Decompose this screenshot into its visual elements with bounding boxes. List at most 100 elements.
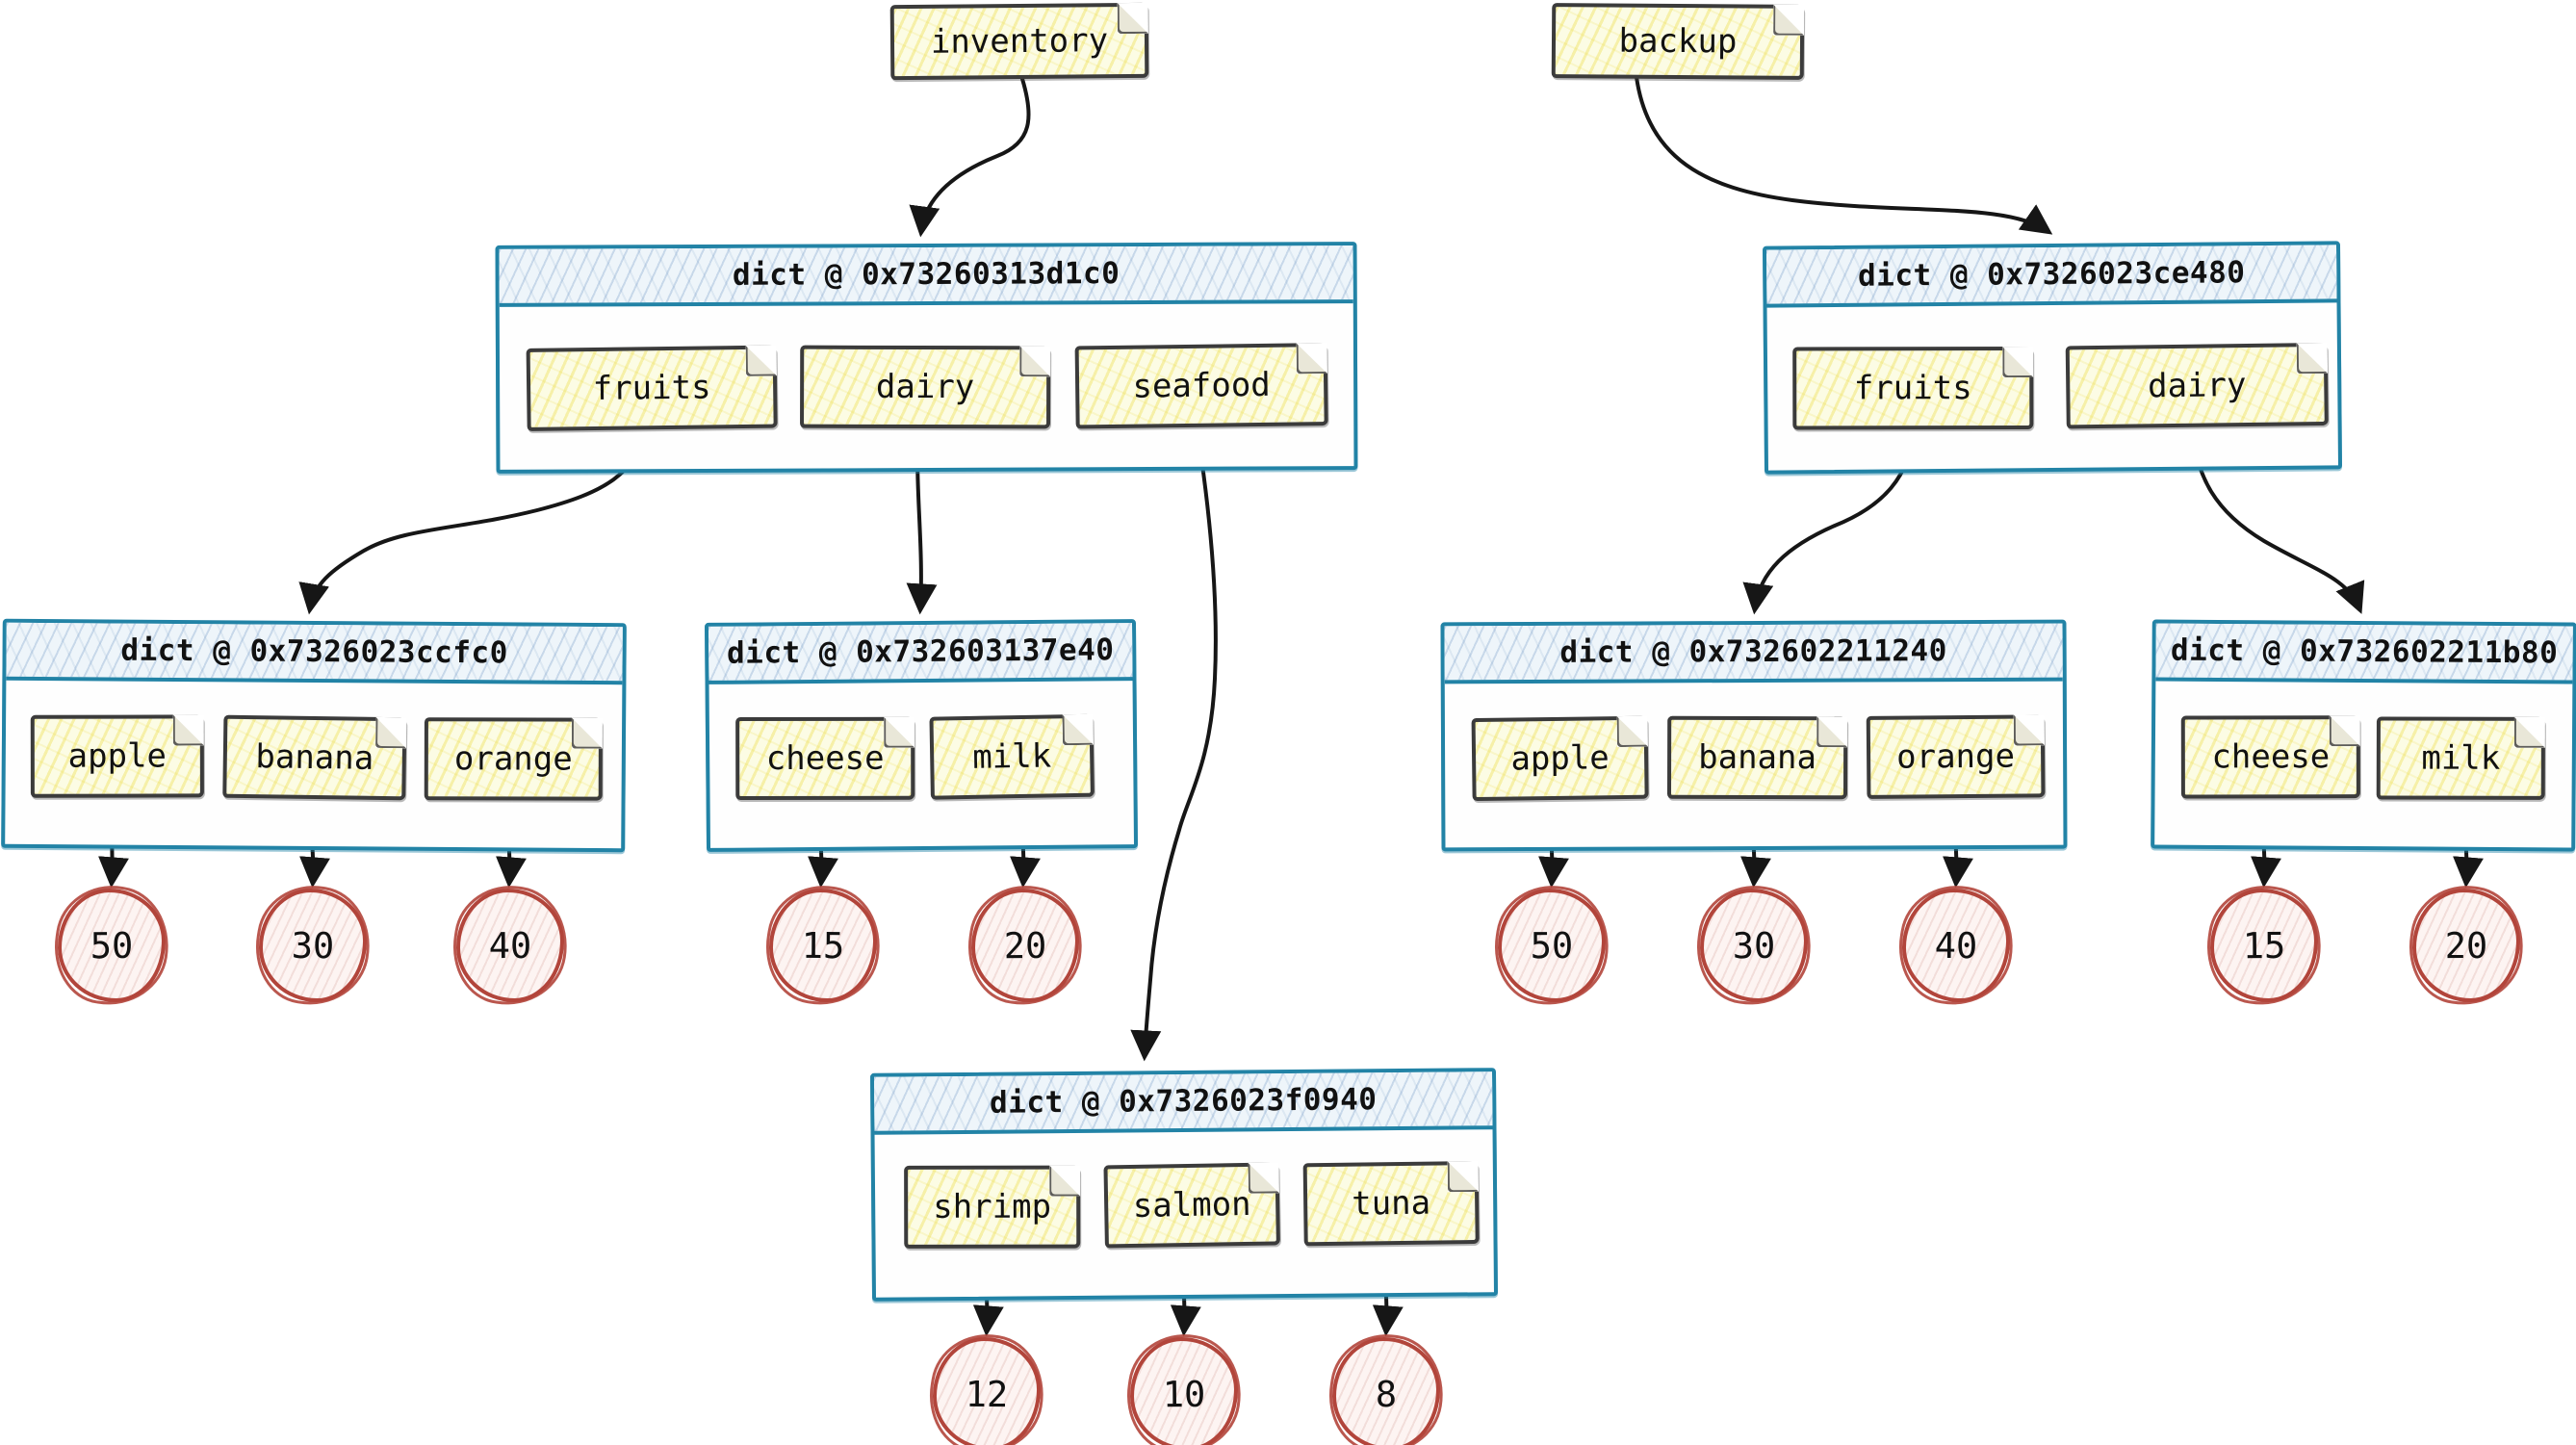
value-label: 15	[2242, 924, 2286, 967]
dict-header: dict @ 0x732603137e40	[708, 623, 1133, 684]
key-label: fruits	[592, 368, 711, 409]
folded-corner-icon	[1062, 713, 1094, 746]
folded-corner-icon	[571, 717, 603, 749]
dict-header: dict @ 0x7326023f0940	[874, 1071, 1493, 1135]
value-circle-banana-left: 30	[258, 888, 368, 1003]
key-note-shrimp: shrimp	[904, 1165, 1081, 1249]
value-circle-milk-right: 20	[2411, 888, 2521, 1003]
key-label: apple	[1510, 738, 1610, 779]
arrow-backup-to-dict	[1635, 75, 2053, 235]
value-label: 12	[965, 1373, 1009, 1415]
dict-header: dict @ 0x732602211240	[1444, 623, 2063, 684]
variable-note-backup: backup	[1551, 3, 1805, 80]
value-circle-cheese-left: 15	[768, 888, 878, 1003]
variable-note-inventory: inventory	[889, 2, 1149, 81]
key-note-dairy: dairy	[800, 345, 1051, 429]
dict-address-title: dict @ 0x7326023ccfc0	[120, 632, 508, 671]
key-note-banana: banana	[222, 714, 407, 801]
folded-corner-icon	[374, 716, 407, 749]
key-label: salmon	[1132, 1184, 1251, 1226]
dict-box-dairy-left: dict @ 0x732603137e40 cheese milk	[704, 619, 1139, 852]
key-label: cheese	[2211, 737, 2331, 777]
dict-header: dict @ 0x7326023ccfc0	[6, 622, 623, 685]
folded-corner-icon	[1616, 715, 1648, 748]
folded-corner-icon	[2013, 714, 2045, 746]
value-label: 30	[291, 924, 335, 967]
key-note-dairy: dairy	[2065, 342, 2329, 429]
key-label: orange	[453, 739, 573, 779]
value-circle-cheese-right: 15	[2209, 888, 2319, 1003]
key-note-tuna: tuna	[1302, 1160, 1480, 1247]
key-label: milk	[2421, 738, 2501, 778]
key-note-apple: apple	[1471, 715, 1649, 802]
folded-corner-icon	[1773, 4, 1805, 36]
dict-header: dict @ 0x7326023ce480	[1766, 245, 2337, 308]
dict-box-fruits-left: dict @ 0x7326023ccfc0 apple banana orang…	[1, 618, 627, 853]
key-note-fruits: fruits	[526, 345, 778, 431]
dict-box-dairy-right: dict @ 0x732602211b80 cheese milk	[2151, 619, 2576, 852]
folded-corner-icon	[1019, 346, 1051, 377]
value-label: 20	[1003, 924, 1047, 967]
key-note-orange: orange	[1866, 714, 2046, 799]
key-label: shrimp	[933, 1187, 1052, 1226]
folded-corner-icon	[1296, 343, 1327, 374]
key-note-fruits: fruits	[1792, 347, 2034, 430]
dict-address-title: dict @ 0x7326023ce480	[1857, 255, 2246, 294]
key-label: tuna	[1351, 1183, 1431, 1224]
folded-corner-icon	[2513, 716, 2545, 748]
key-label: dairy	[875, 367, 975, 407]
folded-corner-icon	[745, 345, 777, 376]
key-note-cheese: cheese	[2180, 715, 2360, 799]
value-label: 40	[1934, 924, 1978, 967]
key-note-seafood: seafood	[1074, 343, 1328, 429]
key-label: apple	[67, 736, 167, 776]
dict-address-title: dict @ 0x732602211240	[1559, 633, 1947, 670]
key-note-orange: orange	[424, 717, 603, 801]
folded-corner-icon	[2002, 347, 2034, 378]
value-circle-apple-left: 50	[57, 888, 167, 1003]
key-label: milk	[971, 736, 1052, 777]
dict-box-fruits-right: dict @ 0x732602211240 apple banana orang…	[1440, 619, 2068, 852]
value-label: 50	[1530, 924, 1574, 967]
folded-corner-icon	[172, 714, 204, 746]
dict-address-title: dict @ 0x732603137e40	[726, 632, 1115, 671]
variable-label: inventory	[930, 21, 1109, 62]
key-label: cheese	[765, 738, 885, 778]
key-label: fruits	[1853, 369, 1972, 408]
dict-address-title: dict @ 0x7326023f0940	[989, 1082, 1378, 1121]
value-circle-milk-left: 20	[970, 888, 1080, 1003]
value-label: 8	[1375, 1373, 1398, 1415]
folded-corner-icon	[1117, 2, 1148, 35]
key-label: banana	[1698, 737, 1817, 778]
key-note-milk: milk	[2376, 716, 2545, 800]
key-note-cheese: cheese	[735, 716, 915, 801]
value-label: 50	[90, 924, 134, 967]
dict-box-backup: dict @ 0x7326023ce480 fruits dairy	[1762, 241, 2343, 475]
folded-corner-icon	[2296, 342, 2329, 374]
key-note-milk: milk	[929, 713, 1095, 800]
key-label: dairy	[2147, 366, 2247, 406]
value-circle-banana-right: 30	[1699, 888, 1809, 1003]
dict-box-inventory: dict @ 0x73260313d1c0 fruits dairy seafo…	[495, 242, 1358, 474]
folded-corner-icon	[1248, 1162, 1279, 1194]
dict-address-title: dict @ 0x732602211b80	[2170, 632, 2559, 671]
key-label: seafood	[1132, 365, 1272, 406]
key-note-salmon: salmon	[1103, 1162, 1280, 1249]
variable-label: backup	[1618, 21, 1738, 62]
arrow-inventory-to-dict	[909, 77, 1031, 238]
dict-header: dict @ 0x73260313d1c0	[499, 245, 1353, 307]
value-label: 15	[801, 924, 845, 967]
key-label: banana	[255, 737, 374, 778]
dict-box-seafood: dict @ 0x7326023f0940 shrimp salmon tuna	[869, 1068, 1499, 1302]
folded-corner-icon	[1816, 716, 1848, 748]
key-note-banana: banana	[1666, 715, 1848, 800]
value-label: 40	[488, 924, 532, 967]
value-circle-shrimp: 12	[932, 1336, 1042, 1445]
value-label: 30	[1732, 924, 1776, 967]
arrow-seafood-to-dict	[1130, 424, 1218, 1062]
value-circle-orange-right: 40	[1901, 888, 2011, 1003]
dict-header: dict @ 0x732602211b80	[2155, 623, 2573, 684]
dict-address-title: dict @ 0x73260313d1c0	[732, 256, 1121, 293]
value-label: 20	[2444, 924, 2488, 967]
